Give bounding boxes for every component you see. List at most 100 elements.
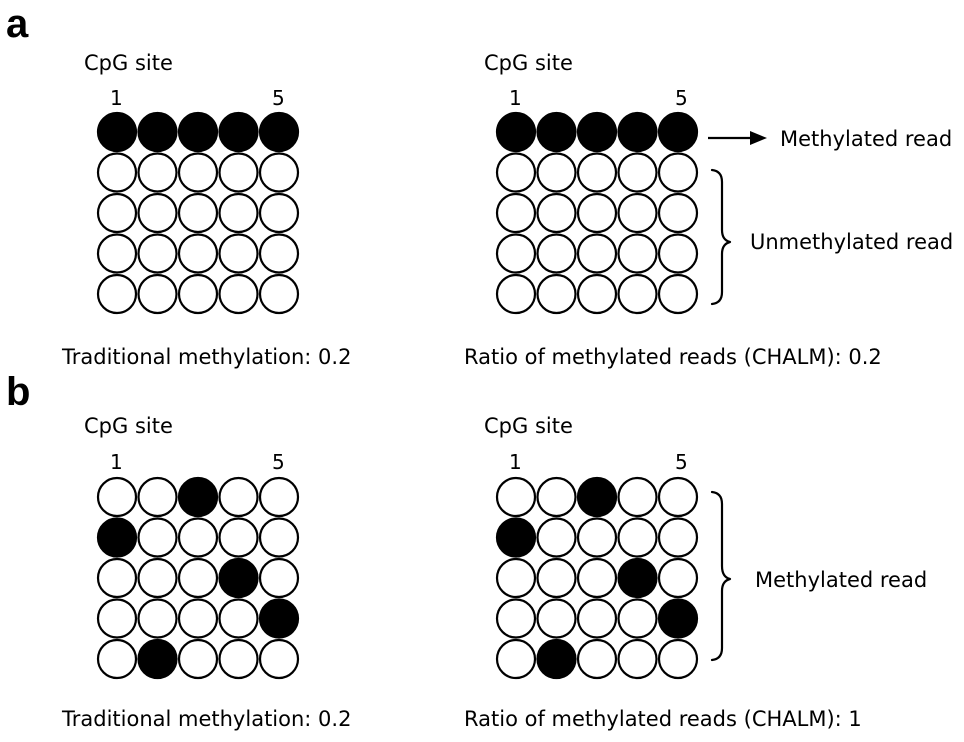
panel-a-right-cpg-grid (495, 111, 699, 315)
unmethylated-cpg-circle (576, 517, 618, 558)
unmethylated-cpg-circle (536, 476, 577, 518)
methylated-cpg-circle (617, 111, 658, 153)
panel-a-right-site-1: 1 (509, 86, 522, 110)
unmethylated-cpg-circle (137, 273, 178, 315)
unmethylated-cpg-circle (177, 557, 219, 599)
unmethylated-cpg-circle (657, 192, 699, 234)
unmethylated-cpg-circle (137, 476, 178, 518)
methylated-cpg-circle (96, 111, 138, 153)
unmethylated-cpg-circle (617, 152, 658, 193)
panel-b-brace-label: Methylated read (755, 568, 927, 592)
unmethylated-cpg-circle (495, 273, 537, 315)
unmethylated-cpg-circle (137, 598, 178, 639)
unmethylated-cpg-circle (218, 598, 259, 639)
unmethylated-cpg-circle (177, 152, 219, 193)
unmethylated-cpg-circle (137, 233, 178, 274)
unmethylated-cpg-circle (576, 152, 618, 193)
unmethylated-cpg-circle (536, 598, 577, 639)
unmethylated-cpg-circle (96, 638, 138, 680)
unmethylated-cpg-circle (96, 192, 138, 234)
unmethylated-cpg-circle (258, 557, 300, 599)
panel-b-left-site-1: 1 (110, 450, 123, 474)
unmethylated-cpg-circle (218, 233, 259, 274)
methylated-cpg-circle (495, 111, 537, 153)
unmethylated-cpg-circle (177, 273, 219, 315)
panel-a-left-site-1: 1 (110, 86, 123, 110)
unmethylated-cpg-circle (96, 476, 138, 518)
methylated-cpg-circle (177, 111, 219, 153)
unmethylated-cpg-circle (137, 152, 178, 193)
methylated-cpg-circle (177, 476, 219, 518)
unmethylated-cpg-circle (576, 557, 618, 599)
unmethylated-cpg-circle (177, 638, 219, 680)
unmethylated-cpg-circle (218, 273, 259, 315)
unmethylated-cpg-circle (495, 638, 537, 680)
unmethylated-cpg-circle (657, 476, 699, 518)
unmethylated-cpg-circle (536, 517, 577, 558)
methylated-cpg-circle (96, 517, 138, 558)
panel-b-left-cpg-grid (96, 476, 300, 680)
unmethylated-cpg-circle (617, 192, 658, 234)
panel-a-right-caption: Ratio of methylated reads (CHALM): 0.2 (464, 345, 882, 369)
unmethylated-cpg-circle (495, 476, 537, 518)
unmethylated-cpg-circle (96, 598, 138, 639)
methylated-cpg-circle (258, 598, 300, 639)
unmethylated-cpg-circle (536, 152, 577, 193)
panel-a-left-cpg-label: CpG site (84, 51, 173, 75)
unmethylated-cpg-circle (576, 192, 618, 234)
methylated-cpg-circle (617, 557, 658, 599)
unmethylated-cpg-circle (218, 476, 259, 518)
unmethylated-cpg-circle (617, 476, 658, 518)
panel-b-left-site-5: 5 (272, 450, 285, 474)
unmethylated-cpg-circle (657, 638, 699, 680)
unmethylated-cpg-circle (258, 233, 300, 274)
unmethylated-cpg-circle (218, 638, 259, 680)
unmethylated-cpg-circle (495, 233, 537, 274)
methylated-cpg-circle (218, 557, 259, 599)
unmethylated-cpg-circle (137, 517, 178, 558)
unmethylated-cpg-circle (657, 152, 699, 193)
methylated-cpg-circle (657, 598, 699, 639)
unmethylated-cpg-circle (617, 273, 658, 315)
panel-b-right-cpg-grid (495, 476, 699, 680)
unmethylated-cpg-circle (657, 233, 699, 274)
unmethylated-cpg-circle (617, 517, 658, 558)
methylated-cpg-circle (657, 111, 699, 153)
unmethylated-cpg-circle (576, 598, 618, 639)
unmethylated-cpg-circle (177, 192, 219, 234)
unmethylated-cpg-circle (617, 233, 658, 274)
panel-a-left-caption: Traditional methylation: 0.2 (61, 345, 351, 369)
panel-b-right-site-5: 5 (675, 450, 688, 474)
unmethylated-cpg-circle (258, 517, 300, 558)
unmethylated-cpg-circle (495, 192, 537, 234)
methylated-cpg-circle (218, 111, 259, 153)
unmethylated-cpg-circle (258, 273, 300, 315)
unmethylated-cpg-circle (258, 192, 300, 234)
unmethylated-cpg-circle (536, 273, 577, 315)
methylated-cpg-circle (576, 111, 618, 153)
unmethylated-cpg-circle (495, 152, 537, 193)
unmethylated-cpg-circle (258, 152, 300, 193)
panel-b-right-cpg-label: CpG site (484, 414, 573, 438)
methylated-cpg-circle (536, 638, 577, 680)
panel-a-brace-label: Unmethylated read (750, 230, 953, 254)
unmethylated-cpg-circle (258, 476, 300, 518)
unmethylated-cpg-circle (177, 517, 219, 558)
methylated-cpg-circle (495, 517, 537, 558)
panel-b-letter: b (6, 370, 30, 414)
panel-a-left-site-5: 5 (272, 86, 285, 110)
methylated-cpg-circle (258, 111, 300, 153)
unmethylated-cpg-circle (218, 517, 259, 558)
unmethylated-cpg-circle (137, 557, 178, 599)
unmethylated-cpg-circle (536, 557, 577, 599)
unmethylated-cpg-circle (96, 152, 138, 193)
unmethylated-cpg-circle (258, 638, 300, 680)
unmethylated-cpg-circle (96, 233, 138, 274)
unmethylated-cpg-circle (177, 233, 219, 274)
unmethylated-cpg-circle (576, 638, 618, 680)
methylated-read-arrow (708, 131, 767, 145)
unmethylated-cpg-circle (657, 557, 699, 599)
panel-b-right-site-1: 1 (509, 450, 522, 474)
panel-b-right-caption: Ratio of methylated reads (CHALM): 1 (464, 707, 862, 731)
